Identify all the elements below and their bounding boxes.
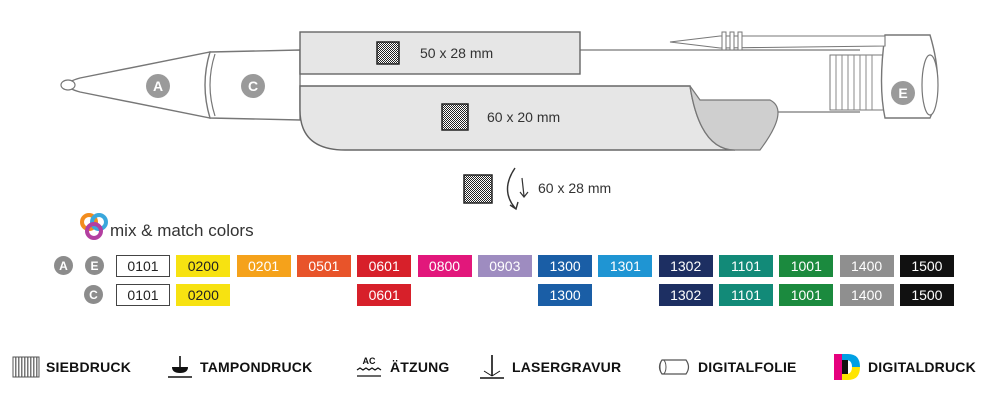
digital-print-icon xyxy=(834,354,860,380)
legend-label: LASERGRAVUR xyxy=(512,359,622,375)
mix-match-label: mix & match colors xyxy=(110,221,254,240)
etching-icon: AC xyxy=(356,356,382,377)
svg-text:E: E xyxy=(898,85,907,101)
screen-print-icon xyxy=(12,356,40,378)
color-swatch-0101[interactable]: 0101 xyxy=(116,284,170,306)
legend-label: DIGITALDRUCK xyxy=(868,359,976,375)
pen-diagram: A C E xyxy=(60,31,939,211)
color-swatch-1001[interactable]: 1001 xyxy=(779,255,834,277)
pad-print-icon xyxy=(168,356,192,378)
row-label-c: C xyxy=(84,285,103,304)
print-size-label-1: 50 x 28 mm xyxy=(420,45,494,61)
color-swatch-0201[interactable]: 0201 xyxy=(236,255,291,277)
color-swatch-1301[interactable]: 1301 xyxy=(598,255,653,277)
pen-tip xyxy=(66,51,211,119)
color-swatch-1302[interactable]: 1302 xyxy=(658,284,713,306)
print-size-label-2: 60 x 20 mm xyxy=(487,109,561,125)
color-swatch-1300[interactable]: 1300 xyxy=(538,255,593,277)
row-label-a: A xyxy=(54,256,73,275)
screen-print-marker-2 xyxy=(441,103,469,131)
part-label-e-marker: E xyxy=(891,81,915,105)
svg-text:AC: AC xyxy=(363,356,376,366)
part-label-a-marker: A xyxy=(146,74,170,98)
color-swatch-0200[interactable]: 0200 xyxy=(176,284,231,306)
rotate-icon xyxy=(506,167,519,211)
legend-digitalfolie: DIGITALFOLIE xyxy=(656,355,797,379)
color-swatch-0601[interactable]: 0601 xyxy=(357,255,412,277)
color-swatch-1101[interactable]: 1101 xyxy=(719,255,773,277)
print-area-1 xyxy=(299,31,581,75)
color-swatch-0601[interactable]: 0601 xyxy=(357,284,412,306)
print-size-label-3: 60 x 28 mm xyxy=(538,180,612,196)
svg-text:C: C xyxy=(248,78,258,94)
color-swatch-1300[interactable]: 1300 xyxy=(538,284,593,306)
legend-label: SIEBDRUCK xyxy=(46,359,132,375)
pen-refill xyxy=(669,35,886,49)
laser-engraving-icon xyxy=(480,355,504,379)
legend-digitaldruck: DIGITALDRUCK xyxy=(832,354,976,380)
row-label-e: E xyxy=(85,256,104,275)
legend-siebdruck: SIEBDRUCK xyxy=(12,355,131,379)
legend-tampondruck: TAMPONDRUCK xyxy=(166,355,312,379)
color-swatch-0101[interactable]: 0101 xyxy=(116,255,170,277)
color-swatch-1302[interactable]: 1302 xyxy=(658,255,713,277)
color-swatch-1400[interactable]: 1400 xyxy=(839,284,894,306)
screen-print-marker-1 xyxy=(376,41,400,65)
color-swatch-0903[interactable]: 0903 xyxy=(477,255,532,277)
legend-label: ÄTZUNG xyxy=(390,359,450,375)
color-swatch-0800[interactable]: 0800 xyxy=(417,255,472,277)
legend-lasergravur: LASERGRAVUR xyxy=(478,355,621,379)
screen-print-marker-3 xyxy=(463,174,493,204)
color-swatch-0200[interactable]: 0200 xyxy=(176,255,231,277)
legend-label: DIGITALFOLIE xyxy=(698,359,797,375)
color-swatch-1400[interactable]: 1400 xyxy=(839,255,894,277)
legend-label: TAMPONDRUCK xyxy=(200,359,313,375)
color-swatch-1500[interactable]: 1500 xyxy=(899,255,954,277)
color-swatch-1500[interactable]: 1500 xyxy=(899,284,954,306)
mix-match-logo-icon xyxy=(80,213,108,240)
legend-aetzung: AC ÄTZUNG xyxy=(354,355,450,379)
svg-text:A: A xyxy=(153,78,163,94)
part-label-c-marker: C xyxy=(241,74,265,98)
color-swatch-0501[interactable]: 0501 xyxy=(296,255,351,277)
color-swatch-1001[interactable]: 1001 xyxy=(779,284,834,306)
pen-thread xyxy=(829,54,886,111)
color-swatch-1101[interactable]: 1101 xyxy=(719,284,773,306)
digital-foil-icon xyxy=(658,359,690,375)
